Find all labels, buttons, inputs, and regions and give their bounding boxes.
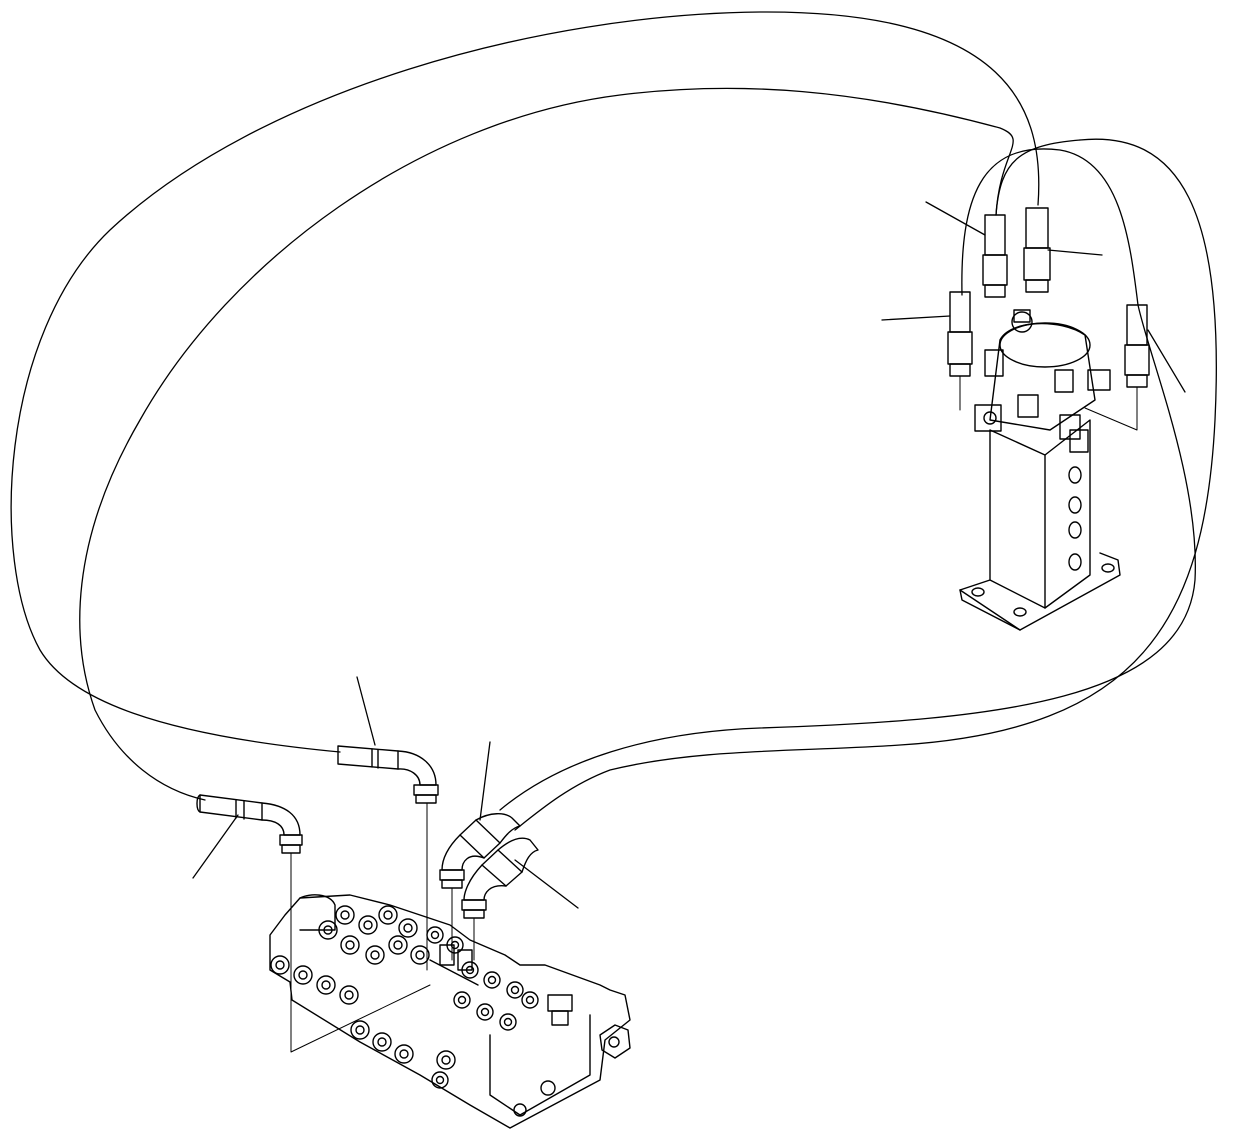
valve-right-section	[454, 962, 630, 1116]
hose-routing-lines	[11, 12, 1216, 830]
fitting-a	[985, 215, 1005, 255]
valve-inlet-fittings	[430, 945, 478, 985]
leader-line	[193, 815, 238, 878]
swivel-joint	[960, 310, 1120, 630]
leader-line	[1048, 250, 1102, 255]
hose-line-inner-loop	[80, 88, 1013, 800]
hose-line-right-loop-1	[500, 149, 1195, 810]
hose-end-right-pair	[440, 814, 538, 918]
hose-end-lower-left	[197, 795, 302, 853]
fitting-b	[1026, 208, 1048, 248]
fitting-d	[1127, 305, 1147, 345]
leader-line	[515, 860, 578, 908]
fitting-c	[950, 292, 970, 332]
hose-line-right-loop-2	[515, 139, 1216, 830]
leader-line	[480, 742, 490, 820]
swivel-hose-fittings	[948, 208, 1149, 387]
callout-leaders	[193, 202, 1185, 908]
valve-ports-upper	[319, 906, 463, 964]
leader-line	[926, 202, 985, 235]
leader-line	[1148, 330, 1185, 392]
hose-line-right-loop-3	[996, 140, 1080, 215]
hose-end-middle	[338, 746, 438, 803]
assembly-guide-lines	[291, 376, 1137, 1052]
valve-spool-caps	[271, 956, 455, 1088]
control-valve	[270, 895, 630, 1128]
leader-line	[357, 677, 375, 745]
leader-line	[882, 316, 950, 320]
hose-line-outer-loop	[11, 12, 1039, 752]
